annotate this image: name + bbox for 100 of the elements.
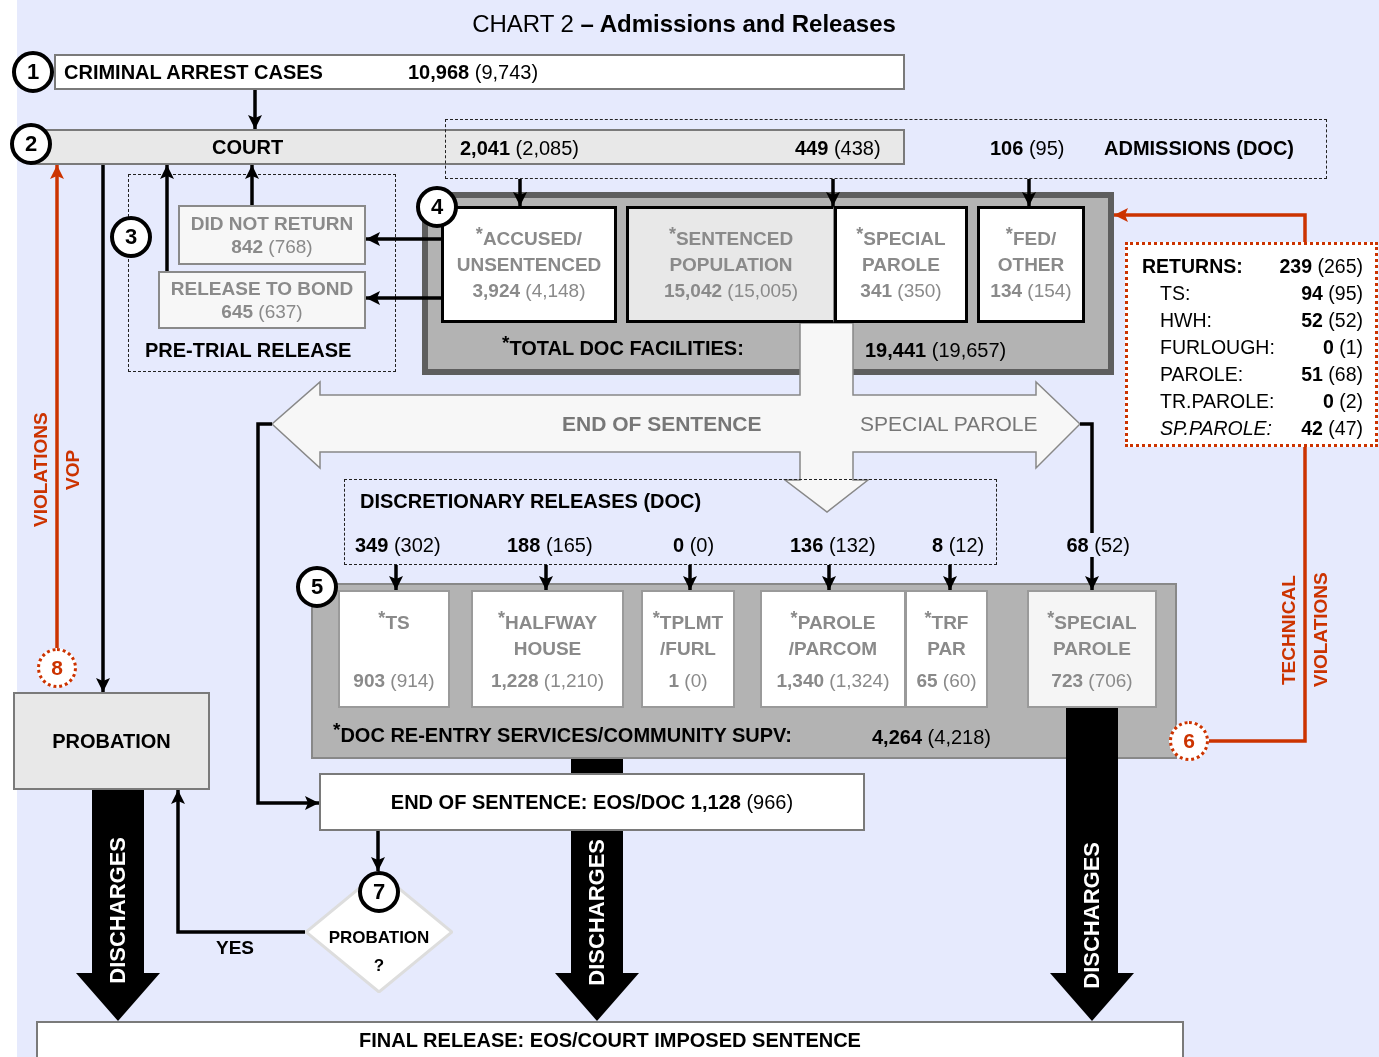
arrow bbox=[248, 90, 262, 129]
connector-line bbox=[1209, 447, 1307, 743]
arrow bbox=[96, 165, 110, 692]
discharge-arrow bbox=[1050, 708, 1134, 1021]
count-text: 106 (95) bbox=[990, 136, 1065, 160]
heading-text: 8 bbox=[51, 656, 63, 680]
edge-label: TECHNICAL VIOLATIONS bbox=[1277, 571, 1332, 690]
count-text: 1 (0) bbox=[668, 669, 708, 693]
count-text: 136 (132) bbox=[790, 533, 876, 557]
status-box bbox=[158, 271, 366, 329]
count-text: 15,042 (15,005) bbox=[663, 278, 799, 303]
arrow bbox=[1080, 422, 1099, 590]
edge-label: 68 (52) bbox=[1064, 533, 1132, 557]
population-box bbox=[441, 206, 617, 323]
edge-label: VIOLATIONS VOP bbox=[29, 411, 84, 530]
count-text: 1,228 (1,210) bbox=[491, 669, 604, 693]
arrow bbox=[256, 422, 319, 810]
heading-text: DID NOT RETURN bbox=[190, 212, 354, 235]
heading-text: RELEASE TO BOND bbox=[170, 277, 354, 300]
count-text: 349 (302) bbox=[355, 533, 441, 557]
heading-text: 6 bbox=[1183, 729, 1195, 753]
count-text: 645 (637) bbox=[221, 300, 303, 323]
count-text: 449 (438) bbox=[795, 136, 881, 160]
process-box bbox=[319, 773, 865, 831]
count-text: PAROLE: bbox=[1159, 362, 1245, 386]
step-number-circle: 2 bbox=[10, 123, 52, 165]
count-text: 19,441 (19,657) bbox=[865, 338, 1007, 362]
count-text: 0 (1) bbox=[1321, 335, 1363, 359]
count-text: 3,924 (4,148) bbox=[472, 278, 586, 303]
count-text: 239 (265) bbox=[1279, 254, 1363, 278]
status-box bbox=[178, 205, 366, 265]
population-box bbox=[760, 590, 906, 708]
population-box bbox=[626, 206, 834, 323]
arrow bbox=[822, 565, 836, 590]
count-text: 341 (350) bbox=[860, 278, 942, 303]
arrow bbox=[171, 790, 305, 934]
edge-label: YES bbox=[216, 936, 255, 960]
edge-label: DISCHARGES bbox=[1080, 841, 1104, 989]
count-text: 0 (0) bbox=[673, 533, 715, 557]
count-text: 8 (12) bbox=[932, 533, 985, 557]
count-text: FURLOUGH: bbox=[1159, 335, 1276, 359]
count-text: 10,968 (9,743) bbox=[408, 60, 539, 84]
heading-text: PRE-TRIAL RELEASE bbox=[145, 338, 352, 362]
heading-text: RETURNS: bbox=[1142, 254, 1244, 278]
count-text: 903 (914) bbox=[353, 669, 435, 693]
count-text: 52 (52) bbox=[1300, 308, 1363, 332]
dashed-group-box bbox=[445, 119, 1327, 179]
count-text: 723 (706) bbox=[1051, 669, 1133, 693]
heading-text: COURT bbox=[212, 135, 284, 159]
facility-panel bbox=[422, 192, 1114, 375]
count-text: 0 (2) bbox=[1321, 389, 1363, 413]
arrow bbox=[389, 565, 403, 590]
count-text: HWH: bbox=[1159, 308, 1213, 332]
process-box bbox=[13, 692, 210, 790]
count-text: SP.PAROLE: bbox=[1159, 416, 1273, 440]
arrow bbox=[513, 179, 527, 206]
count-text: 188 (165) bbox=[507, 533, 593, 557]
arrow bbox=[160, 165, 174, 271]
heading-text: PROBATION ? bbox=[327, 927, 431, 977]
heading-text: DISCRETIONARY RELEASES (DOC) bbox=[360, 489, 702, 513]
population-box bbox=[905, 590, 988, 708]
process-bar bbox=[54, 54, 905, 90]
arrow bbox=[683, 565, 697, 590]
decision-diamond bbox=[305, 871, 453, 993]
count-text: TR.PAROLE: bbox=[1159, 389, 1276, 413]
discharge-arrow bbox=[76, 790, 160, 1021]
count-text: END OF SENTENCE: EOS/DOC 1,128 (966) bbox=[390, 790, 794, 814]
count-text: 134 (154) bbox=[990, 278, 1072, 303]
count-text: 4,264 (4,218) bbox=[872, 725, 991, 749]
discharge-arrow bbox=[555, 759, 639, 1021]
count-text: 1,340 (1,324) bbox=[776, 669, 890, 693]
heading-text: PROBATION bbox=[52, 729, 171, 753]
chart-title: CHART 2 – Admissions and Releases bbox=[471, 10, 897, 38]
population-box bbox=[641, 590, 735, 708]
arrow bbox=[1114, 208, 1307, 242]
arrow bbox=[1022, 179, 1036, 206]
count-text: 94 (95) bbox=[1300, 281, 1363, 305]
heading-text: END OF SENTENCE bbox=[562, 412, 762, 436]
population-box bbox=[471, 590, 624, 708]
count-text: 42 (47) bbox=[1300, 416, 1363, 440]
count-text: SPECIAL PAROLE bbox=[860, 412, 1038, 436]
population-box bbox=[834, 206, 968, 323]
edge-label: DISCHARGES bbox=[585, 838, 609, 986]
count-text: TS: bbox=[1159, 281, 1192, 305]
edge-label: DISCHARGES bbox=[106, 836, 130, 984]
population-box bbox=[977, 206, 1085, 323]
arrow bbox=[371, 831, 385, 871]
heading-text: FINAL RELEASE: EOS/COURT IMPOSED SENTENCE bbox=[359, 1028, 861, 1052]
population-box bbox=[1027, 590, 1157, 708]
heading-text: CRIMINAL ARREST CASES bbox=[64, 60, 323, 84]
dashed-group-box bbox=[344, 479, 997, 565]
count-text: 2,041 (2,085) bbox=[460, 136, 579, 160]
returns-box bbox=[1125, 242, 1378, 447]
arrow bbox=[943, 565, 957, 590]
process-box bbox=[36, 1021, 1184, 1057]
count-text: 842 (768) bbox=[231, 235, 313, 258]
arrow bbox=[539, 565, 553, 590]
population-box bbox=[338, 590, 450, 708]
arrow bbox=[826, 179, 840, 206]
count-text: 65 (60) bbox=[916, 669, 977, 693]
